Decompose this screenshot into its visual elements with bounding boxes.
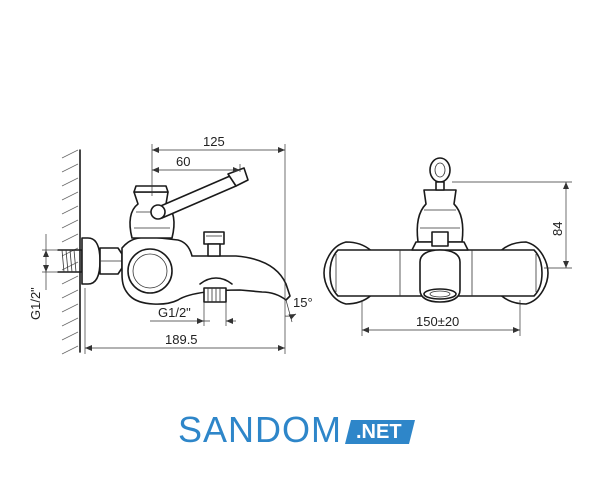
- dim-lever-offset: 60: [176, 154, 190, 169]
- wall-flange: [81, 237, 101, 285]
- dim-outlet-thread: G1/2": [158, 305, 191, 320]
- dimension-lines-side: [42, 144, 297, 354]
- brand-domain: .NET: [356, 421, 402, 443]
- front-diverter: [431, 231, 449, 247]
- lever-handle: [155, 175, 237, 219]
- wall-hatching: [61, 149, 81, 355]
- dim-center-distance: 150±20: [416, 314, 459, 329]
- dim-overall-length: 189.5: [165, 332, 198, 347]
- brand-domain-badge: .NET: [345, 420, 415, 444]
- dimension-lines-front: [361, 181, 572, 336]
- faucet-technical-drawing: 125 60 189.5 G1/2" G1/2" 15°: [28, 134, 572, 355]
- dim-total-reach: 125: [203, 134, 225, 149]
- dim-spout-angle: 15°: [293, 295, 313, 310]
- brand-name: SANDOM: [178, 409, 343, 450]
- brand-logo: SANDOM .NET: [178, 409, 415, 450]
- inlet-pipe: [57, 249, 83, 273]
- front-lever: [429, 157, 451, 191]
- side-view: 125 60 189.5 G1/2" G1/2" 15°: [28, 134, 313, 355]
- front-view: 150±20 84: [323, 157, 572, 336]
- diverter-knob: [203, 231, 225, 257]
- dim-height: 84: [550, 222, 565, 236]
- dim-inlet-thread: G1/2": [28, 287, 43, 320]
- body-circle: [127, 248, 173, 294]
- front-spout: [419, 249, 461, 303]
- shower-outlet: [203, 287, 227, 303]
